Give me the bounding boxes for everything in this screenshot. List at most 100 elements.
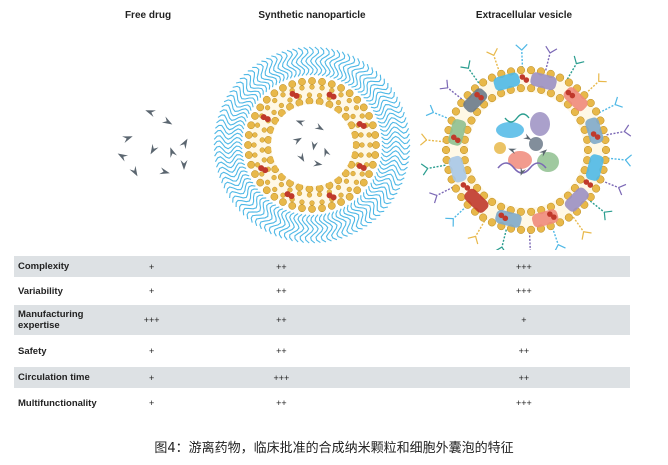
glycan-branch bbox=[446, 79, 449, 88]
glycan-branch bbox=[604, 210, 613, 213]
lipid-head bbox=[318, 77, 326, 86]
lipid-head bbox=[288, 80, 297, 88]
peg-chain bbox=[353, 200, 372, 224]
lipid-head bbox=[592, 107, 601, 116]
cargo-molecule bbox=[569, 92, 576, 99]
drug-molecule bbox=[145, 110, 156, 117]
peg-chain bbox=[235, 81, 259, 101]
lipid-head bbox=[278, 181, 284, 188]
lipid-head bbox=[309, 84, 315, 90]
lipid-head bbox=[451, 184, 460, 193]
glycan-chain bbox=[501, 229, 507, 248]
lipid-head bbox=[272, 186, 278, 193]
column-title-free-drug: Free drug bbox=[124, 10, 172, 21]
peg-chain bbox=[223, 99, 250, 115]
lipid-head bbox=[457, 192, 466, 202]
glycan-chain bbox=[433, 111, 451, 120]
drug-molecule bbox=[161, 116, 173, 125]
lipid-head bbox=[252, 152, 258, 158]
lipid-head bbox=[353, 95, 362, 104]
peg-chain bbox=[319, 47, 330, 77]
peg-chain bbox=[374, 175, 401, 191]
drug-molecule bbox=[314, 123, 324, 131]
lipid-head bbox=[555, 94, 564, 103]
lipid-head bbox=[259, 147, 265, 153]
lipid-head bbox=[371, 131, 380, 139]
drug-molecule bbox=[324, 147, 331, 158]
peg-chain bbox=[378, 117, 407, 128]
peg-chain bbox=[375, 171, 403, 186]
peg-chain bbox=[247, 70, 267, 93]
peg-chain bbox=[346, 204, 363, 230]
peg-chain bbox=[314, 214, 324, 244]
peg-chain bbox=[351, 63, 370, 88]
lipid-head bbox=[338, 192, 344, 198]
peg-chain bbox=[229, 90, 254, 108]
glycan-chain bbox=[521, 50, 524, 69]
lipid-head bbox=[315, 184, 324, 193]
glycan-chain bbox=[601, 180, 619, 189]
peg-chain bbox=[370, 91, 395, 109]
table-row: Multifunctionality + ++ +++ bbox=[14, 389, 630, 418]
peg-chain bbox=[239, 191, 261, 212]
glycan-chain bbox=[589, 200, 605, 213]
lipid-head bbox=[556, 73, 565, 82]
glycan-branch bbox=[554, 244, 559, 250]
glycan-branch bbox=[515, 44, 523, 51]
lipid-head bbox=[366, 132, 372, 138]
lipid-head bbox=[261, 127, 267, 133]
lipid-head bbox=[259, 171, 265, 177]
lipid-head bbox=[256, 103, 265, 112]
peg-chain bbox=[339, 208, 353, 235]
figure-caption: 图4：游离药物，临床批准的合成纳米颗粒和细胞外囊泡的特征 bbox=[154, 441, 514, 456]
glycan-branch bbox=[583, 231, 592, 234]
lipid-head bbox=[359, 103, 368, 112]
peg-chain bbox=[340, 55, 356, 82]
lipid-head bbox=[516, 225, 526, 234]
peg-chain bbox=[309, 46, 320, 76]
glycan-branch bbox=[421, 133, 427, 141]
cargo-molecule bbox=[330, 194, 337, 201]
drug-molecule bbox=[311, 141, 318, 151]
lipid-head bbox=[576, 116, 585, 125]
drug-molecule bbox=[508, 148, 517, 154]
glycan-branch bbox=[495, 246, 503, 250]
lipid-head bbox=[488, 94, 497, 103]
peg-chain bbox=[363, 192, 385, 213]
lipid-head bbox=[305, 97, 314, 105]
peg-chain bbox=[300, 46, 310, 76]
lipid-head bbox=[261, 157, 267, 163]
glycan-branch bbox=[623, 124, 630, 132]
glycan-branch bbox=[614, 96, 619, 105]
glycan-branch bbox=[501, 246, 505, 250]
lipid-head bbox=[350, 131, 359, 139]
lipid-head bbox=[264, 136, 273, 144]
glycan-chain bbox=[436, 186, 454, 197]
drug-molecule bbox=[122, 136, 133, 143]
peg-chain bbox=[226, 177, 252, 194]
glycan-branch bbox=[429, 104, 434, 113]
lipid-head bbox=[359, 142, 365, 148]
drug-molecule bbox=[539, 149, 548, 157]
cell-free-drug: + bbox=[149, 346, 155, 356]
peg-chain bbox=[379, 159, 408, 171]
peg-chain bbox=[217, 162, 246, 173]
drug-molecule bbox=[292, 137, 302, 145]
peg-chain bbox=[243, 73, 264, 95]
glycan-chain bbox=[585, 80, 600, 95]
cargo-molecule bbox=[594, 134, 601, 140]
diagram-illustration bbox=[117, 43, 633, 250]
peg-chain bbox=[337, 53, 351, 81]
glycan-branch bbox=[625, 154, 633, 161]
internal-biomolecule bbox=[530, 112, 550, 136]
glycan-branch bbox=[493, 47, 498, 56]
cargo-molecule bbox=[474, 91, 480, 98]
lipid-head bbox=[352, 141, 360, 149]
membrane-protein bbox=[463, 88, 488, 113]
cell-synthetic-nanoparticle: ++ bbox=[276, 286, 287, 296]
peg-chain bbox=[290, 48, 301, 77]
lipid-head bbox=[526, 225, 536, 234]
lipid-head bbox=[479, 213, 488, 222]
cargo-molecule bbox=[590, 131, 597, 137]
lipid-head bbox=[244, 151, 253, 159]
